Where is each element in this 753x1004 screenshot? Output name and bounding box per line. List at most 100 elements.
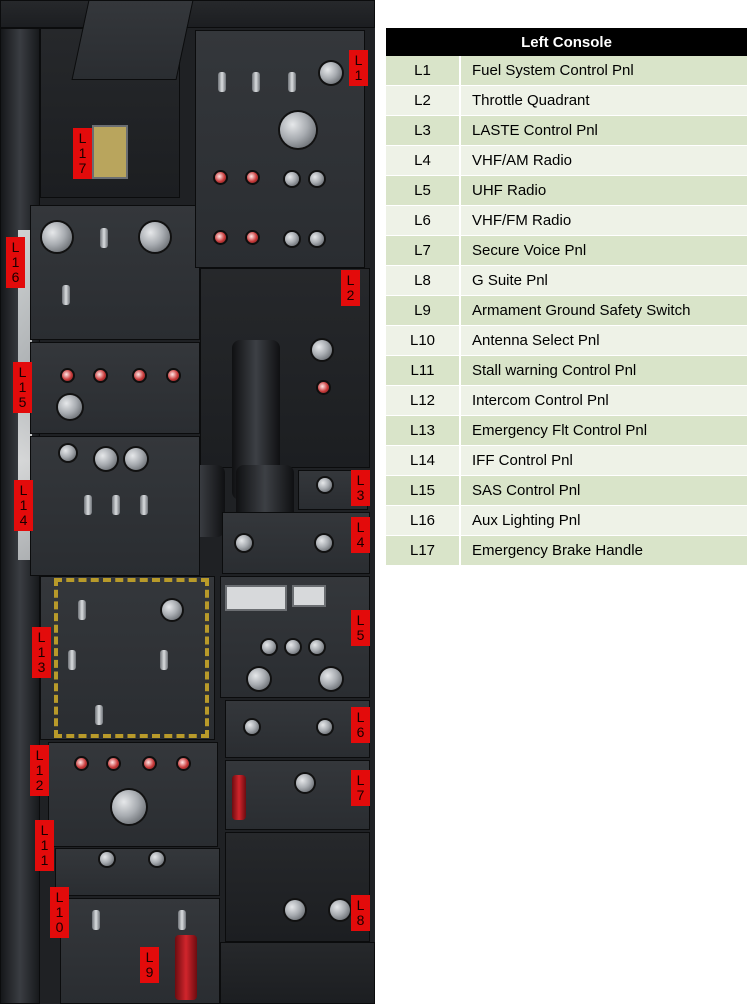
uhf-display [292, 585, 326, 607]
knob-icon [285, 232, 299, 246]
table-header-row: Left Console [386, 28, 747, 56]
knob-icon [280, 112, 316, 148]
row-code: L6 [386, 206, 460, 236]
callout-l14: L 1 4 [14, 480, 33, 531]
callout-l2: L 2 [341, 270, 360, 306]
callout-l6: L 6 [351, 707, 370, 743]
toggle-switch-icon [78, 600, 86, 620]
row-code: L8 [386, 266, 460, 296]
row-code: L5 [386, 176, 460, 206]
row-name: Emergency Flt Control Pnl [460, 416, 747, 446]
armament-safety-switch [175, 935, 197, 1000]
g-suit-panel [225, 832, 370, 942]
toggle-switch-icon [178, 910, 186, 930]
toggle-switch-icon [252, 72, 260, 92]
row-code: L4 [386, 146, 460, 176]
toggle-switch-icon [218, 72, 226, 92]
knob-icon [285, 172, 299, 186]
row-name: Stall warning Control Pnl [460, 356, 747, 386]
lamp-icon [247, 232, 258, 243]
table-row: L14IFF Control Pnl [386, 446, 747, 476]
knob-icon [318, 478, 332, 492]
table-row: L1Fuel System Control Pnl [386, 56, 747, 86]
knob-icon [320, 668, 342, 690]
uhf-display [225, 585, 287, 611]
knob-icon [286, 640, 300, 654]
secure-voice-panel [225, 760, 370, 830]
knob-icon [310, 172, 324, 186]
toggle-switch-icon [92, 910, 100, 930]
lamp-icon [215, 232, 226, 243]
knob-icon [316, 535, 332, 551]
row-name: Intercom Control Pnl [460, 386, 747, 416]
row-name: IFF Control Pnl [460, 446, 747, 476]
row-code: L3 [386, 116, 460, 146]
toggle-switch-icon [112, 495, 120, 515]
knob-icon [60, 445, 76, 461]
row-name: LASTE Control Pnl [460, 116, 747, 146]
table-row: L11Stall warning Control Pnl [386, 356, 747, 386]
table-row: L10Antenna Select Pnl [386, 326, 747, 356]
stall-warning-panel [55, 848, 220, 896]
toggle-switch-icon [100, 228, 108, 248]
row-name: SAS Control Pnl [460, 476, 747, 506]
table-row: L15SAS Control Pnl [386, 476, 747, 506]
toggle-switch-icon [140, 495, 148, 515]
table-row: L4VHF/AM Radio [386, 146, 747, 176]
lamp-icon [144, 758, 155, 769]
table-row: L2Throttle Quadrant [386, 86, 747, 116]
row-code: L15 [386, 476, 460, 506]
knob-icon [125, 448, 147, 470]
table-row: L9Armament Ground Safety Switch [386, 296, 747, 326]
row-code: L13 [386, 416, 460, 446]
row-name: Emergency Brake Handle [460, 536, 747, 566]
table-row: L16Aux Lighting Pnl [386, 506, 747, 536]
callout-l11: L 1 1 [35, 820, 54, 871]
table-row: L13Emergency Flt Control Pnl [386, 416, 747, 446]
row-name: VHF/AM Radio [460, 146, 747, 176]
callout-l9: L 9 [140, 947, 159, 983]
bottom-frame [220, 942, 375, 1004]
callout-l13: L 1 3 [32, 627, 51, 678]
toggle-switch-icon [160, 650, 168, 670]
knob-icon [42, 222, 72, 252]
row-code: L12 [386, 386, 460, 416]
lamp-icon [215, 172, 226, 183]
callout-l3: L 3 [351, 470, 370, 506]
callout-l8: L 8 [351, 895, 370, 931]
row-code: L2 [386, 86, 460, 116]
callout-l17: L 1 7 [73, 128, 92, 179]
knob-icon [312, 340, 332, 360]
table-row: L3LASTE Control Pnl [386, 116, 747, 146]
row-name: Secure Voice Pnl [460, 236, 747, 266]
lamp-icon [134, 370, 145, 381]
row-code: L1 [386, 56, 460, 86]
row-code: L10 [386, 326, 460, 356]
callout-l5: L 5 [351, 610, 370, 646]
row-name: Throttle Quadrant [460, 86, 747, 116]
row-name: VHF/FM Radio [460, 206, 747, 236]
knob-icon [262, 640, 276, 654]
callout-l10: L 1 0 [50, 887, 69, 938]
row-code: L11 [386, 356, 460, 386]
row-name: UHF Radio [460, 176, 747, 206]
toggle-switch-icon [95, 705, 103, 725]
toggle-switch-icon [62, 285, 70, 305]
row-code: L14 [386, 446, 460, 476]
sas-panel [30, 342, 200, 434]
knob-icon [58, 395, 82, 419]
knob-icon [318, 720, 332, 734]
lamp-icon [76, 758, 87, 769]
lamp-icon [62, 370, 73, 381]
knob-icon [245, 720, 259, 734]
callout-l1: L 1 [349, 50, 368, 86]
knob-icon [95, 448, 117, 470]
toggle-switch-icon [288, 72, 296, 92]
table-row: L17Emergency Brake Handle [386, 536, 747, 566]
table-title: Left Console [386, 28, 747, 56]
table-row: L8G Suite Pnl [386, 266, 747, 296]
callout-l4: L 4 [351, 517, 370, 553]
knob-icon [296, 774, 314, 792]
knob-icon [310, 232, 324, 246]
knob-icon [162, 600, 182, 620]
